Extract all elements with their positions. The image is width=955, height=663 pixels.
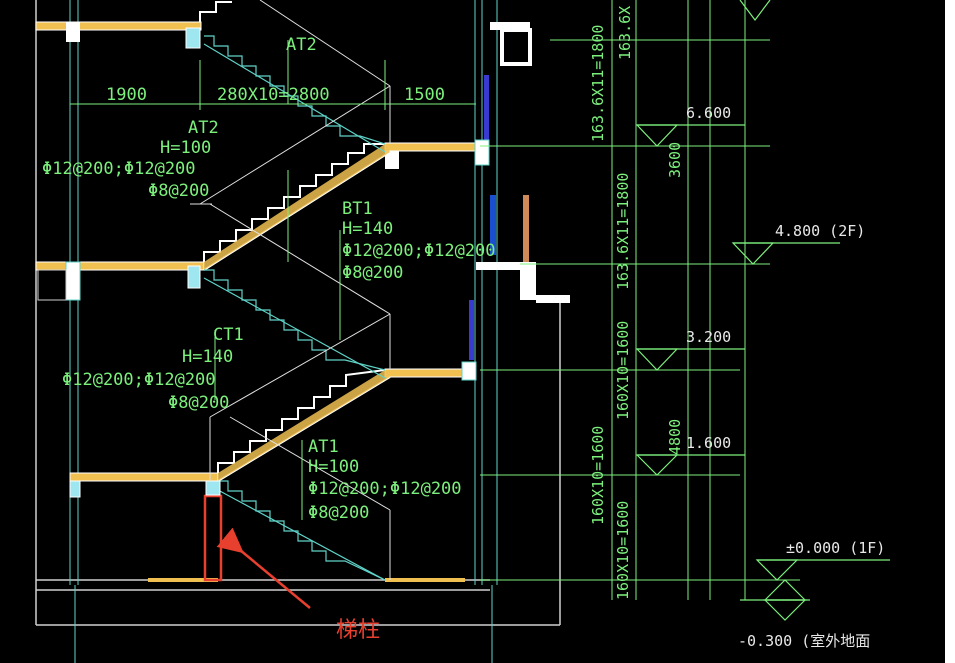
label-bt1: BT1 bbox=[342, 199, 373, 219]
elevation-texts: 6.600 4.800 (2F) 3.200 1.600 ±0.000 (1F)… bbox=[686, 104, 885, 650]
label-at2-dist: Φ8@200 bbox=[148, 181, 209, 201]
annotation-label: 梯柱 bbox=[336, 618, 380, 643]
label-bt1-h: H=140 bbox=[342, 219, 393, 239]
dim-1500: 1500 bbox=[404, 85, 445, 105]
floor-slab-2f bbox=[35, 261, 570, 303]
elev-ground: -0.300 (室外地面 bbox=[738, 632, 870, 650]
construction-lines bbox=[190, 0, 391, 580]
label-ct1-dist: Φ8@200 bbox=[168, 393, 229, 413]
vdim-3: 163.6X11=1800 bbox=[614, 173, 632, 290]
elev-0: ±0.000 (1F) bbox=[786, 539, 885, 557]
vertical-dimensions: 163.6X 163.6X11=1800 3600 163.6X11=1800 … bbox=[589, 6, 684, 600]
annotation-arrow bbox=[216, 527, 311, 609]
stair-column-top bbox=[205, 480, 221, 496]
elevation-markers bbox=[635, 0, 890, 621]
vdim-4: 160X10=1600 bbox=[614, 321, 632, 420]
elev-3200: 3.200 bbox=[686, 328, 731, 346]
building-outline bbox=[35, 0, 561, 626]
right-margin bbox=[945, 0, 955, 663]
label-at1-h: H=100 bbox=[308, 457, 359, 477]
window-left-upper bbox=[469, 75, 529, 360]
label-ct1: CT1 bbox=[213, 325, 244, 345]
label-at2-rebar: Φ12@200;Φ12@200 bbox=[42, 159, 196, 179]
floor-slab-1f bbox=[69, 472, 465, 582]
label-at2: AT2 bbox=[188, 118, 219, 138]
landings bbox=[384, 139, 490, 381]
label-at1-dist: Φ8@200 bbox=[308, 503, 369, 523]
vdim-2: 163.6X11=1800 bbox=[589, 25, 607, 142]
vdim-top: 163.6X bbox=[616, 6, 634, 60]
elev-6600: 6.600 bbox=[686, 104, 731, 122]
dimension-lines bbox=[70, 0, 800, 600]
dim-stair-run: 280X10=2800 bbox=[217, 85, 330, 105]
drawing-labels: AT2 1900 280X10=2800 1500 AT2 H=100 Φ12@… bbox=[42, 35, 496, 523]
label-at2-top: AT2 bbox=[286, 35, 317, 55]
label-at1-rebar: Φ12@200;Φ12@200 bbox=[308, 479, 462, 499]
stair-fill bbox=[204, 144, 390, 481]
vdim-6: 160X10=1600 bbox=[614, 501, 632, 600]
vdim-3600: 3600 bbox=[666, 142, 684, 178]
label-ct1-h: H=140 bbox=[182, 347, 233, 367]
elev-4800: 4.800 (2F) bbox=[775, 222, 865, 240]
floor-slab-top bbox=[35, 21, 532, 66]
dim-1900: 1900 bbox=[106, 85, 147, 105]
vdim-5: 160X10=1600 bbox=[589, 426, 607, 525]
vdim-4800: 4800 bbox=[666, 419, 684, 455]
label-at1: AT1 bbox=[308, 437, 339, 457]
elev-1600: 1.600 bbox=[686, 434, 731, 452]
label-bt1-dist: Φ8@200 bbox=[342, 263, 403, 283]
label-ct1-rebar: Φ12@200;Φ12@200 bbox=[62, 370, 216, 390]
label-at2-h: H=100 bbox=[160, 138, 211, 158]
label-bt1-rebar: Φ12@200;Φ12@200 bbox=[342, 241, 496, 261]
stair-flights-projected bbox=[203, 35, 386, 581]
